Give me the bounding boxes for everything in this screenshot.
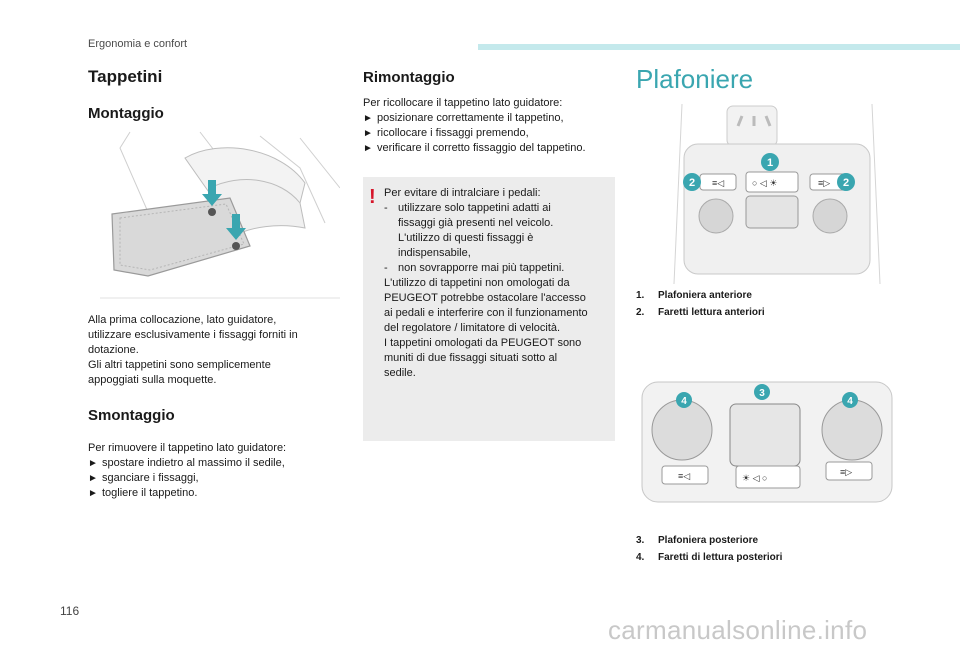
svg-text:≡◁: ≡◁ [678, 471, 690, 481]
warning-dash-1a: utilizzare solo tappetini adatti ai [398, 202, 551, 214]
montaggio-text-3: dotazione. [88, 344, 139, 356]
rear-ceiling-light-illustration: ≡◁ ☀ ◁ ○ ≡▷ 3 4 4 [641, 381, 893, 503]
callout-4-left: 4 [681, 396, 687, 407]
bullet-icon: ► [88, 458, 98, 469]
floor-mat-illustration [100, 131, 340, 299]
svg-text:≡◁: ≡◁ [712, 178, 724, 188]
smontaggio-item: ►spostare indietro al massimo il sedile, [88, 457, 285, 469]
warning-body-3: ai pedali e interferire con il funzionam… [384, 307, 588, 319]
warning-dash-1c: L'utilizzo di questi fissaggi è [398, 232, 534, 244]
heading-plafoniere: Plafoniere [636, 64, 754, 94]
rimontaggio-item: ►posizionare correttamente il tappetino, [363, 112, 564, 124]
bullet-icon: ► [363, 143, 373, 154]
callout-2-right: 2 [843, 177, 849, 189]
legend-item-2: 2.Faretti lettura anteriori [636, 307, 765, 318]
legend-item-3: 3.Plafoniera posteriore [636, 535, 759, 546]
bullet-icon: ► [363, 113, 373, 124]
smontaggio-intro: Per rimuovere il tappetino lato guidator… [88, 442, 287, 454]
section-header: Ergonomia e confort [88, 38, 188, 50]
warning-icon: ! [369, 186, 376, 208]
heading-rimontaggio: Rimontaggio [363, 69, 455, 86]
heading-montaggio: Montaggio [88, 105, 164, 122]
warning-body-7: sedile. [384, 367, 416, 379]
warning-dash-1b: fissaggi già presenti nel veicolo. [398, 217, 554, 229]
rimontaggio-item: ►ricollocare i fissaggi premendo, [363, 127, 529, 139]
svg-text:○ ◁ ☀: ○ ◁ ☀ [752, 178, 777, 188]
montaggio-text-1: Alla prima collocazione, lato guidatore, [88, 314, 277, 326]
rimontaggio-item: ►verificare il corretto fissaggio del ta… [363, 142, 586, 154]
warning-intro: Per evitare di intralciare i pedali: [384, 187, 541, 199]
bullet-icon: ► [88, 488, 98, 499]
montaggio-text-5: appoggiati sulla moquette. [88, 374, 217, 386]
callout-4-right: 4 [847, 396, 853, 407]
warning-dash-2: non sovrapporre mai più tappetini. [398, 262, 565, 274]
callout-2-left: 2 [689, 177, 695, 189]
smontaggio-item: ►sganciare i fissaggi, [88, 472, 199, 484]
heading-smontaggio: Smontaggio [88, 407, 175, 424]
warning-body-6: muniti di due fissaggi situati sotto al [384, 352, 558, 364]
svg-text:≡▷: ≡▷ [818, 178, 830, 188]
watermark: carmanualsonline.info [608, 615, 868, 645]
svg-text:☀ ◁ ○: ☀ ◁ ○ [742, 473, 767, 483]
front-ceiling-light-illustration: ≡◁ ○ ◁ ☀ ≡▷ 1 2 2 [672, 104, 882, 284]
warning-body-4: del regolatore / limitatore di velocità. [384, 322, 561, 334]
warning-text: Per evitare di intralciare i pedali: -ut… [384, 186, 610, 381]
rimontaggio-intro: Per ricollocare il tappetino lato guidat… [363, 97, 563, 109]
warning-body-5: I tappetini omologati da PEUGEOT sono [384, 337, 582, 349]
page-title-tappetini: Tappetini [88, 67, 163, 86]
callout-3: 3 [759, 388, 765, 399]
warning-body-1: L'utilizzo di tappetini non omologati da [384, 277, 570, 289]
legend-item-1: 1.Plafoniera anteriore [636, 290, 752, 301]
bullet-icon: ► [88, 473, 98, 484]
header-accent-bar [478, 44, 960, 50]
bullet-icon: ► [363, 128, 373, 139]
warning-box [363, 177, 615, 441]
warning-dash-1d: indispensabile, [398, 247, 471, 259]
page-number: 116 [60, 604, 80, 618]
montaggio-text-4: Gli altri tappetini sono semplicemente [88, 359, 271, 371]
callout-1: 1 [767, 157, 773, 169]
smontaggio-item: ►togliere il tappetino. [88, 487, 198, 499]
montaggio-text-2: utilizzare esclusivamente i fissaggi for… [88, 329, 298, 341]
warning-body-2: PEUGEOT potrebbe ostacolare l'accesso [384, 292, 586, 304]
svg-text:≡▷: ≡▷ [840, 467, 852, 477]
legend-item-4: 4.Faretti di lettura posteriori [636, 552, 783, 563]
